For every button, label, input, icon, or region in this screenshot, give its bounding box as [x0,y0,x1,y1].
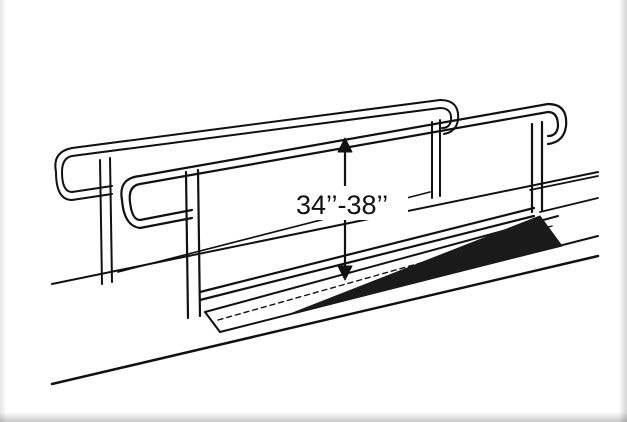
frame-shadow-bottom [0,412,627,422]
height-dimension-label: 34’’-38’’ [296,190,388,220]
ramp-bottom-edge [204,311,221,333]
ramp-side-shadow [289,215,563,315]
landing-front-edge [539,197,599,213]
front-handrail [120,102,568,320]
ground-line-front [50,254,600,386]
frame-shadow-right [619,0,627,422]
height-label-background [294,186,408,220]
frame-shadow-left [0,0,6,422]
